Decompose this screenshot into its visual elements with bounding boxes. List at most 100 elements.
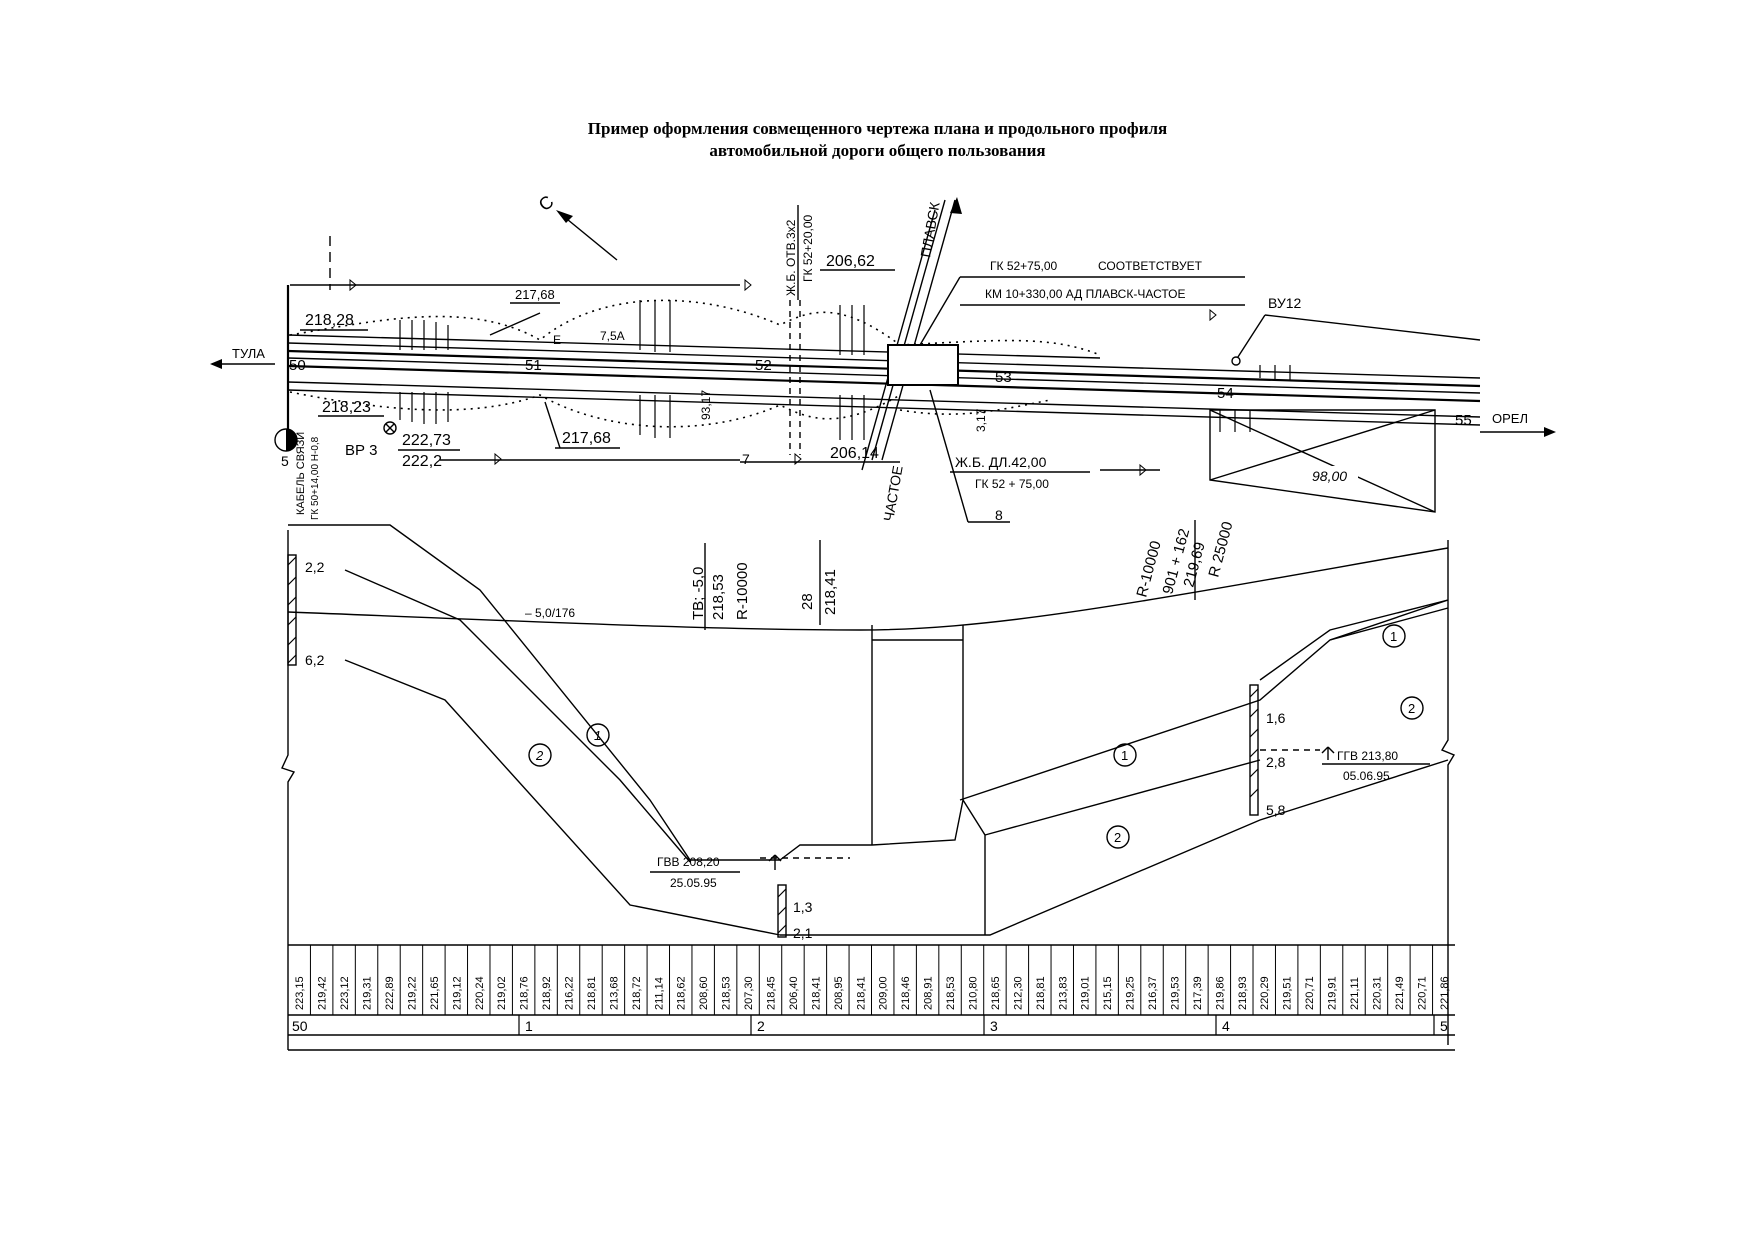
ground-line-right-top (1259, 599, 1449, 681)
culvert-218-41: 218,41 (822, 569, 839, 615)
borehole-left: 2,2 6,2 (287, 554, 325, 668)
plan-elevations: 218,28 218,23 217,68 217,68 206,62 206,1… (300, 253, 900, 463)
layer-1-mid: 1 (1121, 748, 1128, 763)
ggv-213-80: ГГВ 213,80 (1337, 749, 1398, 763)
bridge-length-note: Ж.Б. ДЛ.42,00 ГК 52 + 75,00 (950, 454, 1090, 491)
callout-7: 7 (742, 451, 750, 467)
elevation-value: 218,93 (1237, 976, 1249, 1010)
elevation-value: 218,41 (810, 976, 822, 1010)
elevation-value: 219,02 (496, 976, 508, 1010)
elevation-value: 219,53 (1169, 976, 1181, 1010)
picket-55: 55 (1455, 412, 1472, 429)
borehole-right: 1,6 2,8 5,8 (1249, 684, 1286, 818)
culvert-label: Ж.Б. ОТВ.3х2 (784, 219, 798, 296)
borehole-mid: 1,3 2,1 (777, 884, 813, 941)
elevation-value: 219,91 (1327, 976, 1339, 1010)
bp3-bottom: 222,2 (402, 453, 442, 470)
elev-206-14: 206,14 (830, 445, 879, 462)
elevation-value: 218,81 (586, 976, 598, 1010)
elevation-value: 219,01 (1080, 976, 1092, 1010)
ground-line-right-bottom (780, 759, 1449, 936)
elevation-value: 218,72 (631, 976, 643, 1010)
elevation-value: 222,89 (384, 976, 396, 1010)
elevation-value: 208,95 (833, 976, 845, 1010)
orel-label: ОРЕЛ (1492, 411, 1528, 426)
e-label: Е (553, 333, 561, 347)
elevation-value: 216,37 (1147, 976, 1159, 1010)
water-level-left: ГВВ 208,20 25.05.95 (650, 854, 850, 890)
elevation-value: 213,83 (1057, 976, 1069, 1010)
layer-1-right: 1 (1390, 629, 1397, 644)
ground-line-left-mid (344, 569, 691, 863)
picket-50: 50 (289, 357, 306, 374)
depth-2-1: 2,1 (793, 925, 813, 941)
grade-slope-label: – 5,0/176 (525, 606, 575, 620)
elevation-value: 221,65 (429, 976, 441, 1010)
elevation-value: 218,53 (721, 976, 733, 1010)
picket-53: 53 (995, 369, 1012, 386)
elevation-value: 208,60 (698, 976, 710, 1010)
elev-218-28: 218,28 (305, 312, 354, 329)
elevation-value: 218,76 (519, 976, 531, 1010)
elevation-value: 206,40 (788, 976, 800, 1010)
chastoe-label: ЧАСТОЕ (880, 464, 906, 522)
elevation-value: 216,22 (564, 976, 576, 1010)
culvert-plan (789, 205, 801, 455)
elevation-value: 219,42 (317, 976, 329, 1010)
elevation-value: 221,49 (1394, 976, 1406, 1010)
tula-label: ТУЛА (232, 346, 265, 361)
bridge-note: ГК 52+75,00 СООТВЕТСТВУЕТ КМ 10+330,00 А… (919, 259, 1245, 346)
culvert-profile-label: 28 218,41 (799, 540, 839, 625)
vu12-label: ВУ12 (1268, 295, 1302, 311)
elevation-value: 207,30 (743, 976, 755, 1010)
road-lines (287, 334, 1481, 426)
ggv-date: 05.06.95 (1343, 769, 1390, 783)
elevation-value: 218,45 (766, 976, 778, 1010)
picket-52: 52 (755, 357, 772, 374)
document-title: Пример оформления совмещенного чертежа п… (0, 118, 1755, 162)
elevation-value: 217,39 (1192, 976, 1204, 1010)
picket-51: 51 (525, 357, 542, 374)
elevation-value: 220,24 (474, 976, 486, 1010)
callout-8: 8 (929, 389, 1010, 523)
cable-gk-label: ГК 50+14,00 Н-0,8 (310, 436, 321, 520)
callout-5-label: 5 (281, 453, 289, 469)
vc-right-4: R 25000 (1205, 520, 1236, 579)
cable-label: КАБЕЛЬ СВЯЗИ (295, 432, 307, 515)
elevation-value: 220,29 (1259, 976, 1271, 1010)
gk-bottom: ГК 52 + 75,00 (975, 477, 1049, 491)
layer-1-left: 1 (594, 728, 601, 743)
elevation-value: 218,41 (855, 976, 867, 1010)
ground-line-right-mid (959, 599, 1449, 801)
title-line-2: автомобильной дороги общего пользования (709, 141, 1046, 160)
earthwork-outline (289, 299, 1101, 428)
layer-2-mid: 2 (1114, 830, 1121, 845)
picket-number: 1 (525, 1018, 533, 1034)
plavsk-label: ПЛАВСК (917, 200, 943, 258)
depth-5-8: 5,8 (1266, 802, 1286, 818)
picket-number: 50 (292, 1018, 308, 1034)
elev-218-23: 218,23 (322, 399, 371, 416)
ground-line-left-bottom (344, 659, 781, 936)
elevation-value: 215,15 (1102, 976, 1114, 1010)
callout-7-label: 7 (742, 451, 750, 467)
elevation-value: 209,00 (878, 976, 890, 1010)
tula-arrow: ТУЛА (210, 346, 275, 369)
depth-6-2: 6,2 (305, 652, 325, 668)
vc-left-3: R-10000 (734, 562, 751, 620)
elevation-value: 219,25 (1125, 976, 1137, 1010)
gvv-208-20: ГВВ 208,20 (657, 855, 720, 869)
sootvetstvuet: СООТВЕТСТВУЕТ (1098, 259, 1203, 273)
picket-number: 4 (1222, 1018, 1230, 1034)
gvv-date: 25.05.95 (670, 876, 717, 890)
callout-5: 5 (274, 428, 298, 469)
picket-54: 54 (1217, 385, 1234, 402)
elevation-value: 218,65 (990, 976, 1002, 1010)
elevation-value: 220,71 (1304, 976, 1316, 1010)
elevation-value: 219,51 (1282, 976, 1294, 1010)
elevation-value: 218,62 (676, 976, 688, 1010)
layer-boundary-right (984, 759, 1261, 836)
elevation-value: 221,86 (1439, 976, 1451, 1010)
elevation-value: 219,86 (1214, 976, 1226, 1010)
